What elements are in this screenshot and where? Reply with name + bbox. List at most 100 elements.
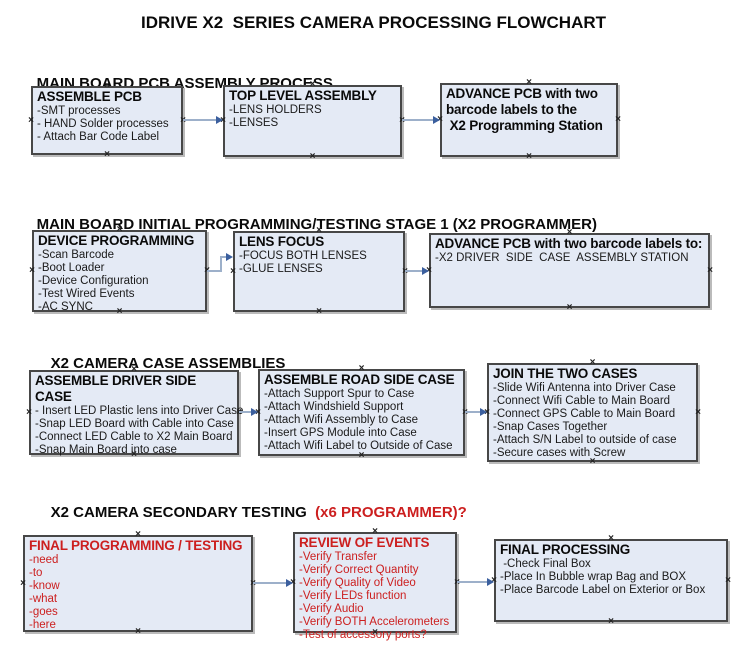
connection-point-icon [29,266,35,276]
flow-step: -Place In Bubble wrap Bag and BOX [500,571,687,583]
flow-step: -Test of accessory ports? [299,629,427,641]
flow-step: -Secure cases with Screw [493,447,626,459]
flow-step: -Place Barcode Label on Exterior or Box [500,584,706,596]
flow-step: -GLUE LENSES [239,263,323,275]
connector-line [405,270,422,272]
section-header-secondary-testing: X2 CAMERA SECONDARY TESTING (x6 PROGRAMM… [34,487,467,538]
box-title: FINAL PROCESSING [500,542,631,557]
connection-point-icon [359,364,365,374]
connection-point-icon [316,307,322,317]
connection-point-icon [131,365,137,375]
arrow-icon [216,116,223,124]
connector-line [402,119,433,121]
flow-step: -Attach Support Spur to Case [264,388,415,400]
flow-step: -Insert GPS Module into Case [264,427,417,439]
connection-point-icon [590,457,596,467]
flow-box-assemble-pcb: ASSEMBLE PCB -SMT processes - HAND Solde… [31,86,183,155]
flow-step: -LENSES [229,117,279,129]
connector-line [220,256,226,258]
connection-point-icon [359,451,365,461]
flow-step: -Connect GPS Cable to Main Board [493,408,676,420]
section-header-text: X2 CAMERA SECONDARY TESTING [50,504,307,521]
flow-step: -know [29,580,60,592]
flow-box-device-programming: DEVICE PROGRAMMING -Scan Barcode -Boot L… [29,230,207,313]
flow-step: -goes [29,606,58,618]
connection-point-icon [310,80,316,90]
section-header-case-assemblies: X2 CAMERA CASE ASSEMBLIES [34,338,286,389]
connector-line [465,411,480,413]
connection-point-icon [695,408,701,418]
connection-point-icon [590,358,596,368]
connector-line [253,582,286,584]
flow-step: -Connect LED Cable to X2 Main Board [35,431,233,443]
flow-step: -Snap Cases Together [493,421,608,433]
flow-box-lens-focus: LENS FOCUS -FOCUS BOTH LENSES -GLUE LENS… [233,231,405,312]
connection-point-icon [310,152,316,162]
flow-step: -Slide Wifi Antenna into Driver Case [493,382,676,394]
arrow-icon [226,253,233,261]
connection-point-icon [28,116,34,126]
box-title: DEVICE PROGRAMMING [38,233,195,248]
flow-step: -Attach Wifi Label to Outside of Case [264,440,453,452]
flow-step: -AC SYNC [38,301,93,313]
flow-step: -Attach Windshield Support [264,401,404,413]
section-header-text: X2 CAMERA CASE ASSEMBLIES [50,355,286,372]
box-title: REVIEW OF EVENTS [299,535,430,550]
box-title: ASSEMBLE DRIVER SIDE CASE [35,373,200,404]
flow-step: -LENS HOLDERS [229,104,322,116]
flow-step: - HAND Solder processes [37,118,169,130]
flow-step: -to [29,567,43,579]
connection-point-icon [725,576,731,586]
connector-line [207,270,222,272]
flow-box-assemble-road-side-case: ASSEMBLE ROAD SIDE CASE -Attach Support … [258,369,465,456]
flow-box-advance-pcb-programming-station: ADVANCE PCB with two barcode labels to t… [440,83,618,157]
connector-line [220,257,222,272]
flow-step: -Snap LED Board with Cable into Case [35,418,234,430]
connection-point-icon [131,450,137,460]
flow-step: - Insert LED Plastic lens into Driver Ca… [35,405,244,417]
connection-point-icon [615,115,621,125]
flow-step: -X2 DRIVER SIDE CASE ASSEMBLY STATION [435,252,689,264]
section-header-red-text: (x6 PROGRAMMER)? [306,504,467,521]
connection-point-icon [707,266,713,276]
connection-point-icon [372,628,378,638]
flow-box-assemble-driver-side-case: ASSEMBLE DRIVER SIDE CASE - Insert LED P… [29,370,244,456]
connection-point-icon [104,81,110,91]
flow-step: -FOCUS BOTH LENSES [239,250,367,262]
box-title: FINAL PROGRAMMING / TESTING [29,538,243,553]
connector-line [457,581,487,583]
connection-point-icon [117,307,123,317]
flow-step: -Device Configuration [38,275,149,287]
flow-step: -Boot Loader [38,262,105,274]
flow-box-review-of-events: REVIEW OF EVENTS -Verify Transfer -Verif… [293,532,457,641]
arrow-icon [422,267,429,275]
flow-step: -Verify BOTH Accelerometers [299,616,450,628]
flow-step: -need [29,554,59,566]
connection-point-icon [135,530,141,540]
flow-step: -Check Final Box [500,558,591,570]
flow-step: -Verify LEDs function [299,590,407,602]
arrow-icon [286,579,293,587]
page-title: IDRIVE X2 SERIES CAMERA PROCESSING FLOWC… [140,13,607,32]
flow-step: -Verify Correct Quantity [299,564,419,576]
flow-step: - Attach Bar Code Label [37,131,160,143]
arrow-icon [487,578,494,586]
flow-box-final-programming-testing: FINAL PROGRAMMING / TESTING -need -to -k… [23,535,253,632]
arrow-icon [433,116,440,124]
connector-line [183,119,216,121]
box-title: LENS FOCUS [239,234,325,249]
box-title: ASSEMBLE PCB [37,89,142,104]
flow-box-join-the-two-cases: JOIN THE TWO CASES -Slide Wifi Antenna i… [487,363,698,462]
flow-box-advance-pcb-driver-side-station: ADVANCE PCB with two barcode labels to: … [429,233,710,308]
connection-point-icon [567,303,573,313]
flow-step: -Verify Audio [299,603,364,615]
flow-step: -Attach S/N Label to outside of case [493,434,677,446]
box-title: ADVANCE PCB with two barcode labels to t… [446,86,603,133]
flow-step: -Attach Wifi Assembly to Case [264,414,419,426]
box-title: ASSEMBLE ROAD SIDE CASE [264,372,455,387]
flow-box-final-processing: FINAL PROCESSING -Check Final Box -Place… [494,539,728,622]
flow-step: -here [29,619,56,631]
box-title: ADVANCE PCB with two barcode labels to: [435,236,703,251]
flow-step: -Connect Wifi Cable to Main Board [493,395,671,407]
